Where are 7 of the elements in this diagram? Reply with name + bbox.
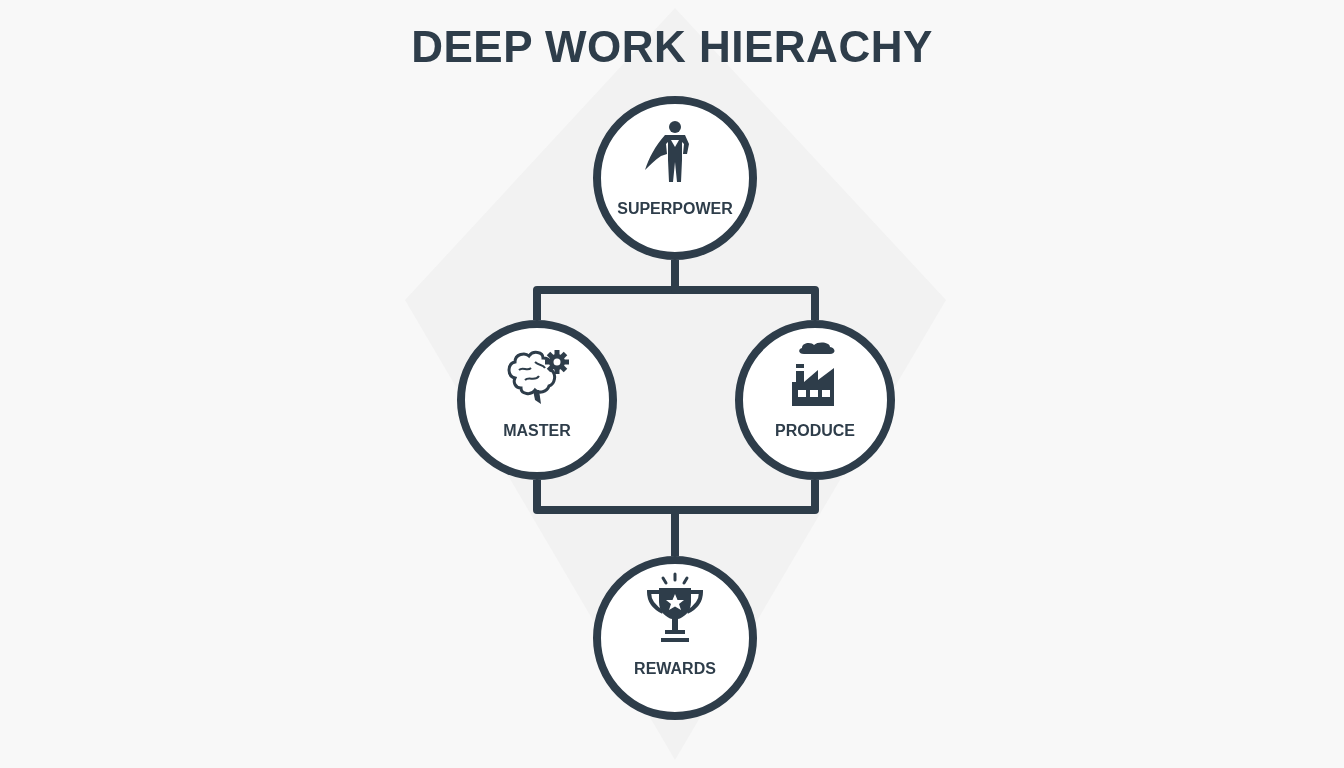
node-label: REWARDS — [634, 660, 716, 678]
connector-line — [671, 480, 819, 556]
node-label: SUPERPOWER — [617, 200, 733, 218]
connector-line — [671, 260, 819, 320]
node-label: PRODUCE — [775, 422, 855, 440]
node-label: MASTER — [503, 422, 571, 440]
diagram-title: DEEP WORK HIERACHY — [410, 22, 934, 72]
